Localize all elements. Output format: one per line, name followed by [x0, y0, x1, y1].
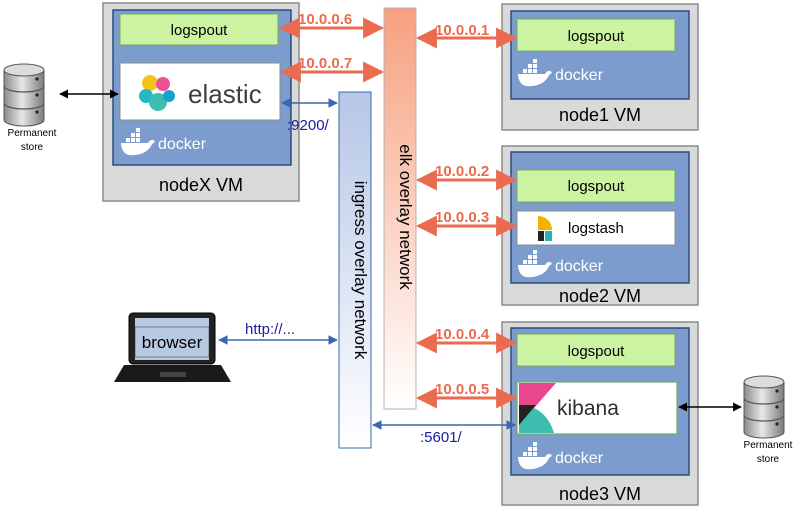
port-elastic: :9200/	[287, 117, 330, 134]
ip-node2-logspout: 10.0.0.2	[435, 163, 489, 180]
kibana-logo-icon	[519, 383, 556, 433]
node2-vm-label: node2 VM	[559, 286, 641, 306]
node3-logspout-box	[516, 333, 676, 367]
node3-permanent-store-icon	[743, 375, 785, 439]
node2-vm: logspout logstash docker node2 VM	[501, 145, 699, 306]
nodex-docker-label: docker	[158, 136, 207, 153]
ip-node2-logstash: 10.0.0.3	[435, 209, 489, 226]
logstash-logo-icon	[538, 216, 552, 241]
nodex-vm-label: nodeX VM	[159, 175, 243, 195]
node2-docker-label: docker	[555, 258, 604, 275]
kibana-label: kibana	[557, 397, 619, 420]
elk-overlay-network: elk overlay network	[383, 7, 417, 410]
browser-label-box	[134, 326, 210, 358]
node3-vm: logspout kibana docker node3 VM	[501, 321, 699, 506]
node1-vm: logspout docker node1 VM	[501, 3, 699, 131]
node3-vm-label: node3 VM	[559, 484, 641, 504]
ip-node3-kibana: 10.0.0.5	[435, 381, 489, 398]
elastic-label: elastic	[188, 79, 262, 109]
port-kibana: :5601/	[420, 429, 463, 446]
elk-connections	[278, 17, 518, 409]
node2-logspout-label: logspout	[568, 178, 626, 195]
elk-network-label: elk overlay network	[396, 144, 415, 290]
ingress-connections	[218, 98, 516, 430]
ip-node1-logspout: 10.0.0.1	[435, 22, 489, 39]
ingress-overlay-network: ingress overlay network	[338, 91, 372, 449]
node1-vm-label: node1 VM	[559, 105, 641, 125]
nodex-vm: logspout elastic docker nodeX VM	[102, 2, 300, 202]
nodex-store-label-2: store	[21, 142, 44, 153]
elastic-logo-icon	[139, 75, 175, 111]
ip-nodex-logspout: 10.0.0.6	[298, 11, 352, 28]
ip-node3-logspout: 10.0.0.4	[435, 326, 490, 343]
port-browser: http://...	[245, 321, 295, 338]
node3-store-label-1: Permanent	[744, 440, 793, 451]
logstash-label: logstash	[568, 220, 624, 237]
ip-nodex-elastic: 10.0.0.7	[298, 55, 352, 72]
node3-store-label-2: store	[757, 454, 780, 465]
node1-logspout-label: logspout	[568, 28, 626, 45]
node1-logspout-box	[516, 18, 676, 52]
nodex-permanent-store-icon	[3, 63, 45, 127]
nodex-store-label-1: Permanent	[8, 128, 57, 139]
nodex-logspout-box	[119, 13, 279, 46]
ingress-network-label: ingress overlay network	[351, 181, 370, 360]
nodex-logspout-label: logspout	[171, 22, 229, 39]
node1-docker-label: docker	[555, 67, 604, 84]
node3-docker-label: docker	[555, 450, 604, 467]
browser-label: browser	[142, 333, 203, 352]
node3-logspout-label: logspout	[568, 343, 626, 360]
